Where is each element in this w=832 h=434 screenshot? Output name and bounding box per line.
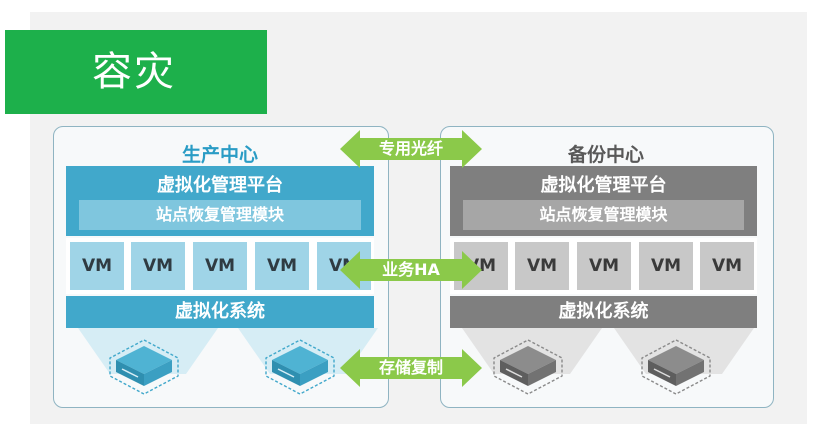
backup-vm-row: VM VM VM VM VM xyxy=(450,238,757,294)
backup-vm-3: VM xyxy=(577,242,631,290)
production-center-label: 生产中心 xyxy=(181,144,258,166)
backup-vm-5: VM xyxy=(700,242,754,290)
backup-virtualization-system: 虚拟化系统 xyxy=(450,296,757,328)
production-vm-row: VM VM VM VM VM xyxy=(66,238,374,294)
backup-storage-server-icon-1 xyxy=(493,339,563,395)
ha-link-arrow: 业务HA xyxy=(340,251,482,289)
backup-management-platform: 虚拟化管理平台 站点恢复管理模块 xyxy=(450,166,757,236)
backup-storage-server-icon-2 xyxy=(641,339,711,395)
backup-recovery-module: 站点恢复管理模块 xyxy=(463,200,744,230)
title-band xyxy=(5,30,267,114)
double-arrow-icon xyxy=(340,251,482,289)
backup-vm-4: VM xyxy=(639,242,693,290)
fiber-link-arrow: 专用光纤 xyxy=(340,130,482,168)
production-storage-server-icon-2 xyxy=(265,339,335,395)
storage-link-arrow: 存储复制 xyxy=(340,349,482,387)
double-arrow-icon xyxy=(340,349,482,387)
production-vm-1: VM xyxy=(70,242,124,290)
double-arrow-icon xyxy=(340,130,482,168)
production-vm-3: VM xyxy=(193,242,247,290)
production-vm-4: VM xyxy=(255,242,309,290)
backup-platform-title: 虚拟化管理平台 xyxy=(540,175,667,196)
production-storage-server-icon-1 xyxy=(109,339,179,395)
production-platform-title: 虚拟化管理平台 xyxy=(157,175,283,196)
fiber-link-label: 专用光纤 xyxy=(378,139,443,158)
production-virtualization-system: 虚拟化系统 xyxy=(66,296,374,328)
backup-center-label: 备份中心 xyxy=(567,144,644,166)
backup-vm-2: VM xyxy=(515,242,569,290)
production-vm-2: VM xyxy=(131,242,185,290)
ha-link-label: 业务HA xyxy=(382,260,440,279)
production-recovery-module: 站点恢复管理模块 xyxy=(79,200,361,230)
storage-link-label: 存储复制 xyxy=(378,358,443,377)
production-management-platform: 虚拟化管理平台 站点恢复管理模块 xyxy=(66,166,374,236)
slide-title: 容灾 xyxy=(92,49,176,95)
